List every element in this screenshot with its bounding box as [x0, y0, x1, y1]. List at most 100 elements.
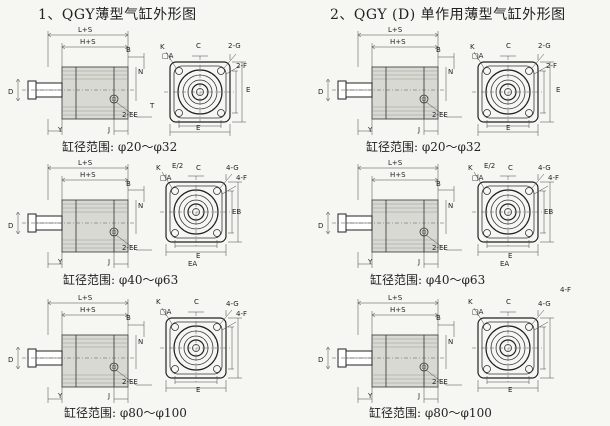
dim-c-3: C — [194, 298, 199, 306]
dim-y-r3: Y — [367, 392, 373, 400]
dim-ls: L+S — [78, 26, 93, 34]
side-view-3-left — [15, 298, 153, 404]
dim-y-r2: Y — [367, 258, 373, 266]
dim-k-r1: K — [470, 43, 475, 51]
dim-k-3: K — [156, 298, 161, 306]
dim-n: N — [138, 68, 143, 76]
dim-eb-2: EB — [232, 208, 241, 216]
dim-e-r3: E — [508, 386, 512, 394]
front-view-1-left — [163, 51, 247, 137]
dim-hs: H+S — [80, 38, 96, 46]
hole-g-2: 4-G — [226, 164, 239, 172]
dim-d-3: D — [8, 356, 13, 364]
dim-j-r2: J — [417, 258, 420, 266]
dim-y: Y — [57, 126, 63, 134]
dim-d-r2: D — [318, 222, 323, 230]
dim-d-r1: D — [318, 88, 323, 96]
thread-f: 2-F — [236, 62, 247, 70]
port-ee-r1: 2-EE — [432, 111, 448, 119]
dim-e2-2: E/2 — [172, 162, 183, 170]
dim-hs-r1: H+S — [390, 38, 406, 46]
port-ee-2: 2-EE — [122, 244, 138, 252]
bore-range-2-left: 缸径范围: φ40～φ63 — [63, 273, 179, 287]
front-view-3-left — [159, 307, 243, 393]
dim-e-vert-r1: E — [556, 86, 560, 94]
bore-range-3-right: 缸径范围: φ80～φ100 — [369, 406, 492, 420]
hole-g-r3: 4-G — [538, 300, 551, 308]
dim-ls-3: L+S — [78, 294, 93, 302]
dim-k-r3: K — [468, 298, 473, 306]
port-ee: 2-EE — [122, 111, 138, 119]
dim-d-2: D — [8, 222, 13, 230]
dim-ea-2: EA — [188, 260, 197, 268]
dim-e-2: E — [196, 252, 200, 260]
dim-ka-r2: □A — [472, 174, 484, 182]
dim-k-r2: K — [468, 164, 473, 172]
dim-hs-3: H+S — [80, 306, 96, 314]
dim-ls-r3: L+S — [388, 294, 403, 302]
bore-range-1-left: 缸径范围: φ20～φ32 — [62, 140, 178, 154]
port-ee-3: 2-EE — [122, 378, 138, 386]
side-view-1-left — [15, 30, 153, 136]
dim-b-r2: B — [436, 180, 441, 188]
front-view-3-right — [471, 307, 555, 393]
dim-k-2: K — [156, 164, 161, 172]
thread-f-r1: 2-F — [546, 62, 557, 70]
dim-e-3: E — [196, 386, 200, 394]
dim-e-r1: E — [506, 124, 510, 132]
dim-hs-r2: H+S — [390, 171, 406, 179]
dim-ka-2: □A — [160, 174, 172, 182]
dim-j: J — [107, 126, 110, 134]
side-view-2-left — [15, 163, 153, 269]
title-qgy-d: 2、QGY (D) 单作用薄型气缸外形图 — [330, 7, 566, 23]
dim-j-3: J — [107, 392, 110, 400]
dim-c-r1: C — [506, 42, 511, 50]
dim-n-r2: N — [448, 202, 453, 210]
dim-j-2: J — [107, 258, 110, 266]
hole-g-r2: 4-G — [538, 164, 551, 172]
front-view-1-right — [471, 51, 555, 137]
dim-b-r3: B — [436, 314, 441, 322]
dim-e2-r2: E/2 — [484, 162, 495, 170]
dim-ls-r2: L+S — [388, 159, 403, 167]
dim-n-2: N — [138, 202, 143, 210]
dim-d-r3: D — [318, 356, 323, 364]
port-ee-r3: 2-EE — [432, 378, 448, 386]
hole-g-3: 4-G — [226, 300, 239, 308]
dim-ea-r2: EA — [500, 260, 509, 268]
dim-ka-r3: □A — [472, 308, 484, 316]
dim-b: B — [126, 46, 131, 54]
title-qgy: 1、QGY薄型气缸外形图 — [38, 7, 197, 23]
side-view-2-right — [325, 163, 463, 269]
dim-k: K — [160, 43, 165, 51]
dim-ls-2: L+S — [78, 159, 93, 167]
dim-c-2: C — [196, 164, 201, 172]
dim-n-r1: N — [448, 68, 453, 76]
dim-b-3: B — [126, 314, 131, 322]
dim-ka-r1: □A — [472, 52, 484, 60]
dim-n-3: N — [138, 338, 143, 346]
dim-j-r1: J — [417, 126, 420, 134]
dim-e-vert: E — [246, 86, 250, 94]
dim-y-3: Y — [57, 392, 63, 400]
dim-n-r3: N — [448, 338, 453, 346]
dim-eb-r2: EB — [544, 208, 553, 216]
dim-c: C — [196, 42, 201, 50]
front-view-2-right — [471, 171, 555, 257]
dim-y-2: Y — [57, 258, 63, 266]
bore-range-3-left: 缸径范围: φ80～φ100 — [64, 406, 187, 420]
hole-g: 2-G — [228, 42, 241, 50]
dim-b-2: B — [126, 180, 131, 188]
dim-t: T — [149, 102, 155, 110]
dim-ka-3: □A — [160, 308, 172, 316]
dim-c-r3: C — [506, 298, 511, 306]
thread-f-r3: 4-F — [560, 286, 571, 294]
dim-c-r2: C — [508, 164, 513, 172]
dim-y-r1: Y — [367, 126, 373, 134]
dim-hs-r3: H+S — [390, 306, 406, 314]
bore-range-1-right: 缸径范围: φ20～φ32 — [366, 140, 482, 154]
side-view-1-right — [325, 30, 463, 136]
dim-ls-r1: L+S — [388, 26, 403, 34]
